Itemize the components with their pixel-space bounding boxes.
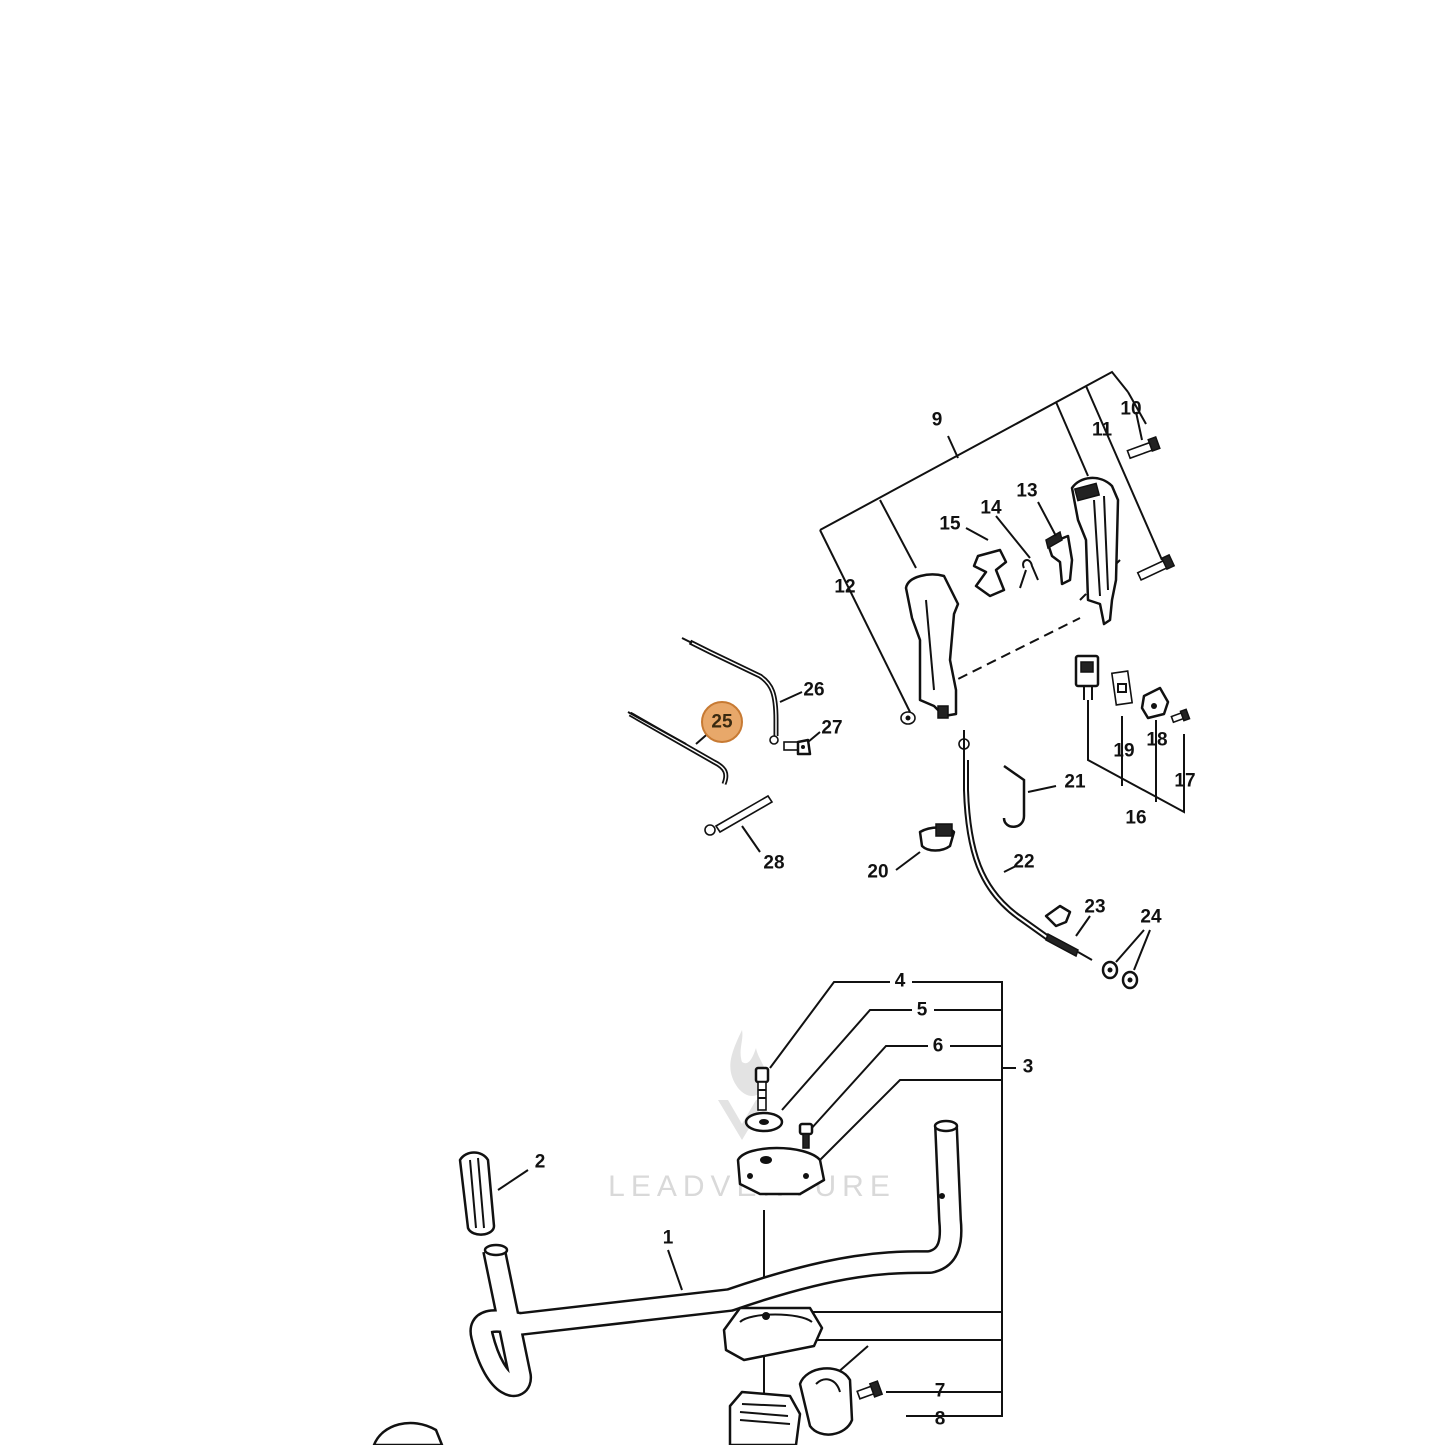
label-25[interactable]: 25 (711, 712, 733, 733)
cables (627, 637, 1139, 990)
label-18: 18 (1146, 730, 1167, 751)
label-4: 4 (895, 971, 906, 992)
screw-27 (783, 738, 812, 756)
partial-part-bottom-left (372, 1421, 444, 1445)
label-17: 17 (1174, 771, 1195, 792)
cable-25 (627, 711, 729, 785)
label-24: 24 (1140, 907, 1162, 928)
label-2: 2 (535, 1152, 546, 1173)
hook-21 (1002, 764, 1026, 828)
label-9: 9 (932, 410, 943, 431)
screw-6 (798, 1122, 814, 1149)
bolt-4 (754, 1066, 770, 1111)
label-23: 23 (1084, 897, 1105, 918)
label-11: 11 (1092, 420, 1113, 441)
label-26: 26 (803, 680, 824, 701)
ground-strap-28 (704, 794, 774, 836)
grip-2 (458, 1151, 496, 1236)
label-19: 19 (1113, 741, 1134, 762)
label-14: 14 (980, 498, 1002, 519)
watermark-v-icon (718, 1100, 766, 1140)
clip-20 (918, 823, 956, 852)
switch-assembly (1074, 654, 1191, 814)
label-28: 28 (763, 853, 784, 874)
washer-5 (744, 1111, 784, 1133)
label-16: 16 (1125, 808, 1146, 829)
label-13: 13 (1016, 481, 1037, 502)
spring-14 (1019, 559, 1039, 589)
clamp-half-side (798, 1367, 854, 1436)
throttle-trigger-13 (1045, 530, 1074, 586)
handle-housing-right (1070, 476, 1120, 626)
label-8: 8 (935, 1409, 946, 1430)
handle-clamp-lower-top (722, 1306, 824, 1362)
label-7: 7 (935, 1381, 946, 1402)
screw-17 (1170, 708, 1191, 724)
handlebar-assembly (372, 981, 1016, 1445)
handle-housing-left (904, 573, 960, 719)
nuts-24 (1101, 960, 1139, 990)
label-3: 3 (1023, 1057, 1034, 1078)
nut-handle (900, 711, 916, 725)
handle-clamp-bottom (728, 1390, 802, 1445)
handle-clamp-top (736, 1146, 826, 1196)
highlight-marker-25[interactable] (701, 701, 743, 743)
label-1: 1 (663, 1228, 674, 1249)
screw-handle-lower (1136, 553, 1176, 582)
handlebar-tube-1 (469, 1119, 963, 1397)
label-6: 6 (933, 1036, 944, 1057)
label-12: 12 (834, 577, 855, 598)
label-15: 15 (939, 514, 961, 535)
label-20: 20 (867, 862, 888, 883)
label-5: 5 (917, 1000, 928, 1021)
label-21: 21 (1064, 772, 1086, 793)
lock-lever-15 (972, 548, 1008, 598)
screw-7 (856, 1380, 884, 1400)
label-10: 10 (1120, 399, 1141, 420)
label-27: 27 (821, 718, 842, 739)
screw-10 (1126, 436, 1161, 460)
label-22: 22 (1013, 852, 1034, 873)
handle-assembly (819, 370, 1191, 814)
part-labels: 1 2 3 4 5 6 7 8 9 10 11 12 13 14 15 16 1… (497, 399, 1196, 1430)
cable-26 (681, 637, 779, 745)
throttle-cable-22 (958, 730, 1093, 961)
